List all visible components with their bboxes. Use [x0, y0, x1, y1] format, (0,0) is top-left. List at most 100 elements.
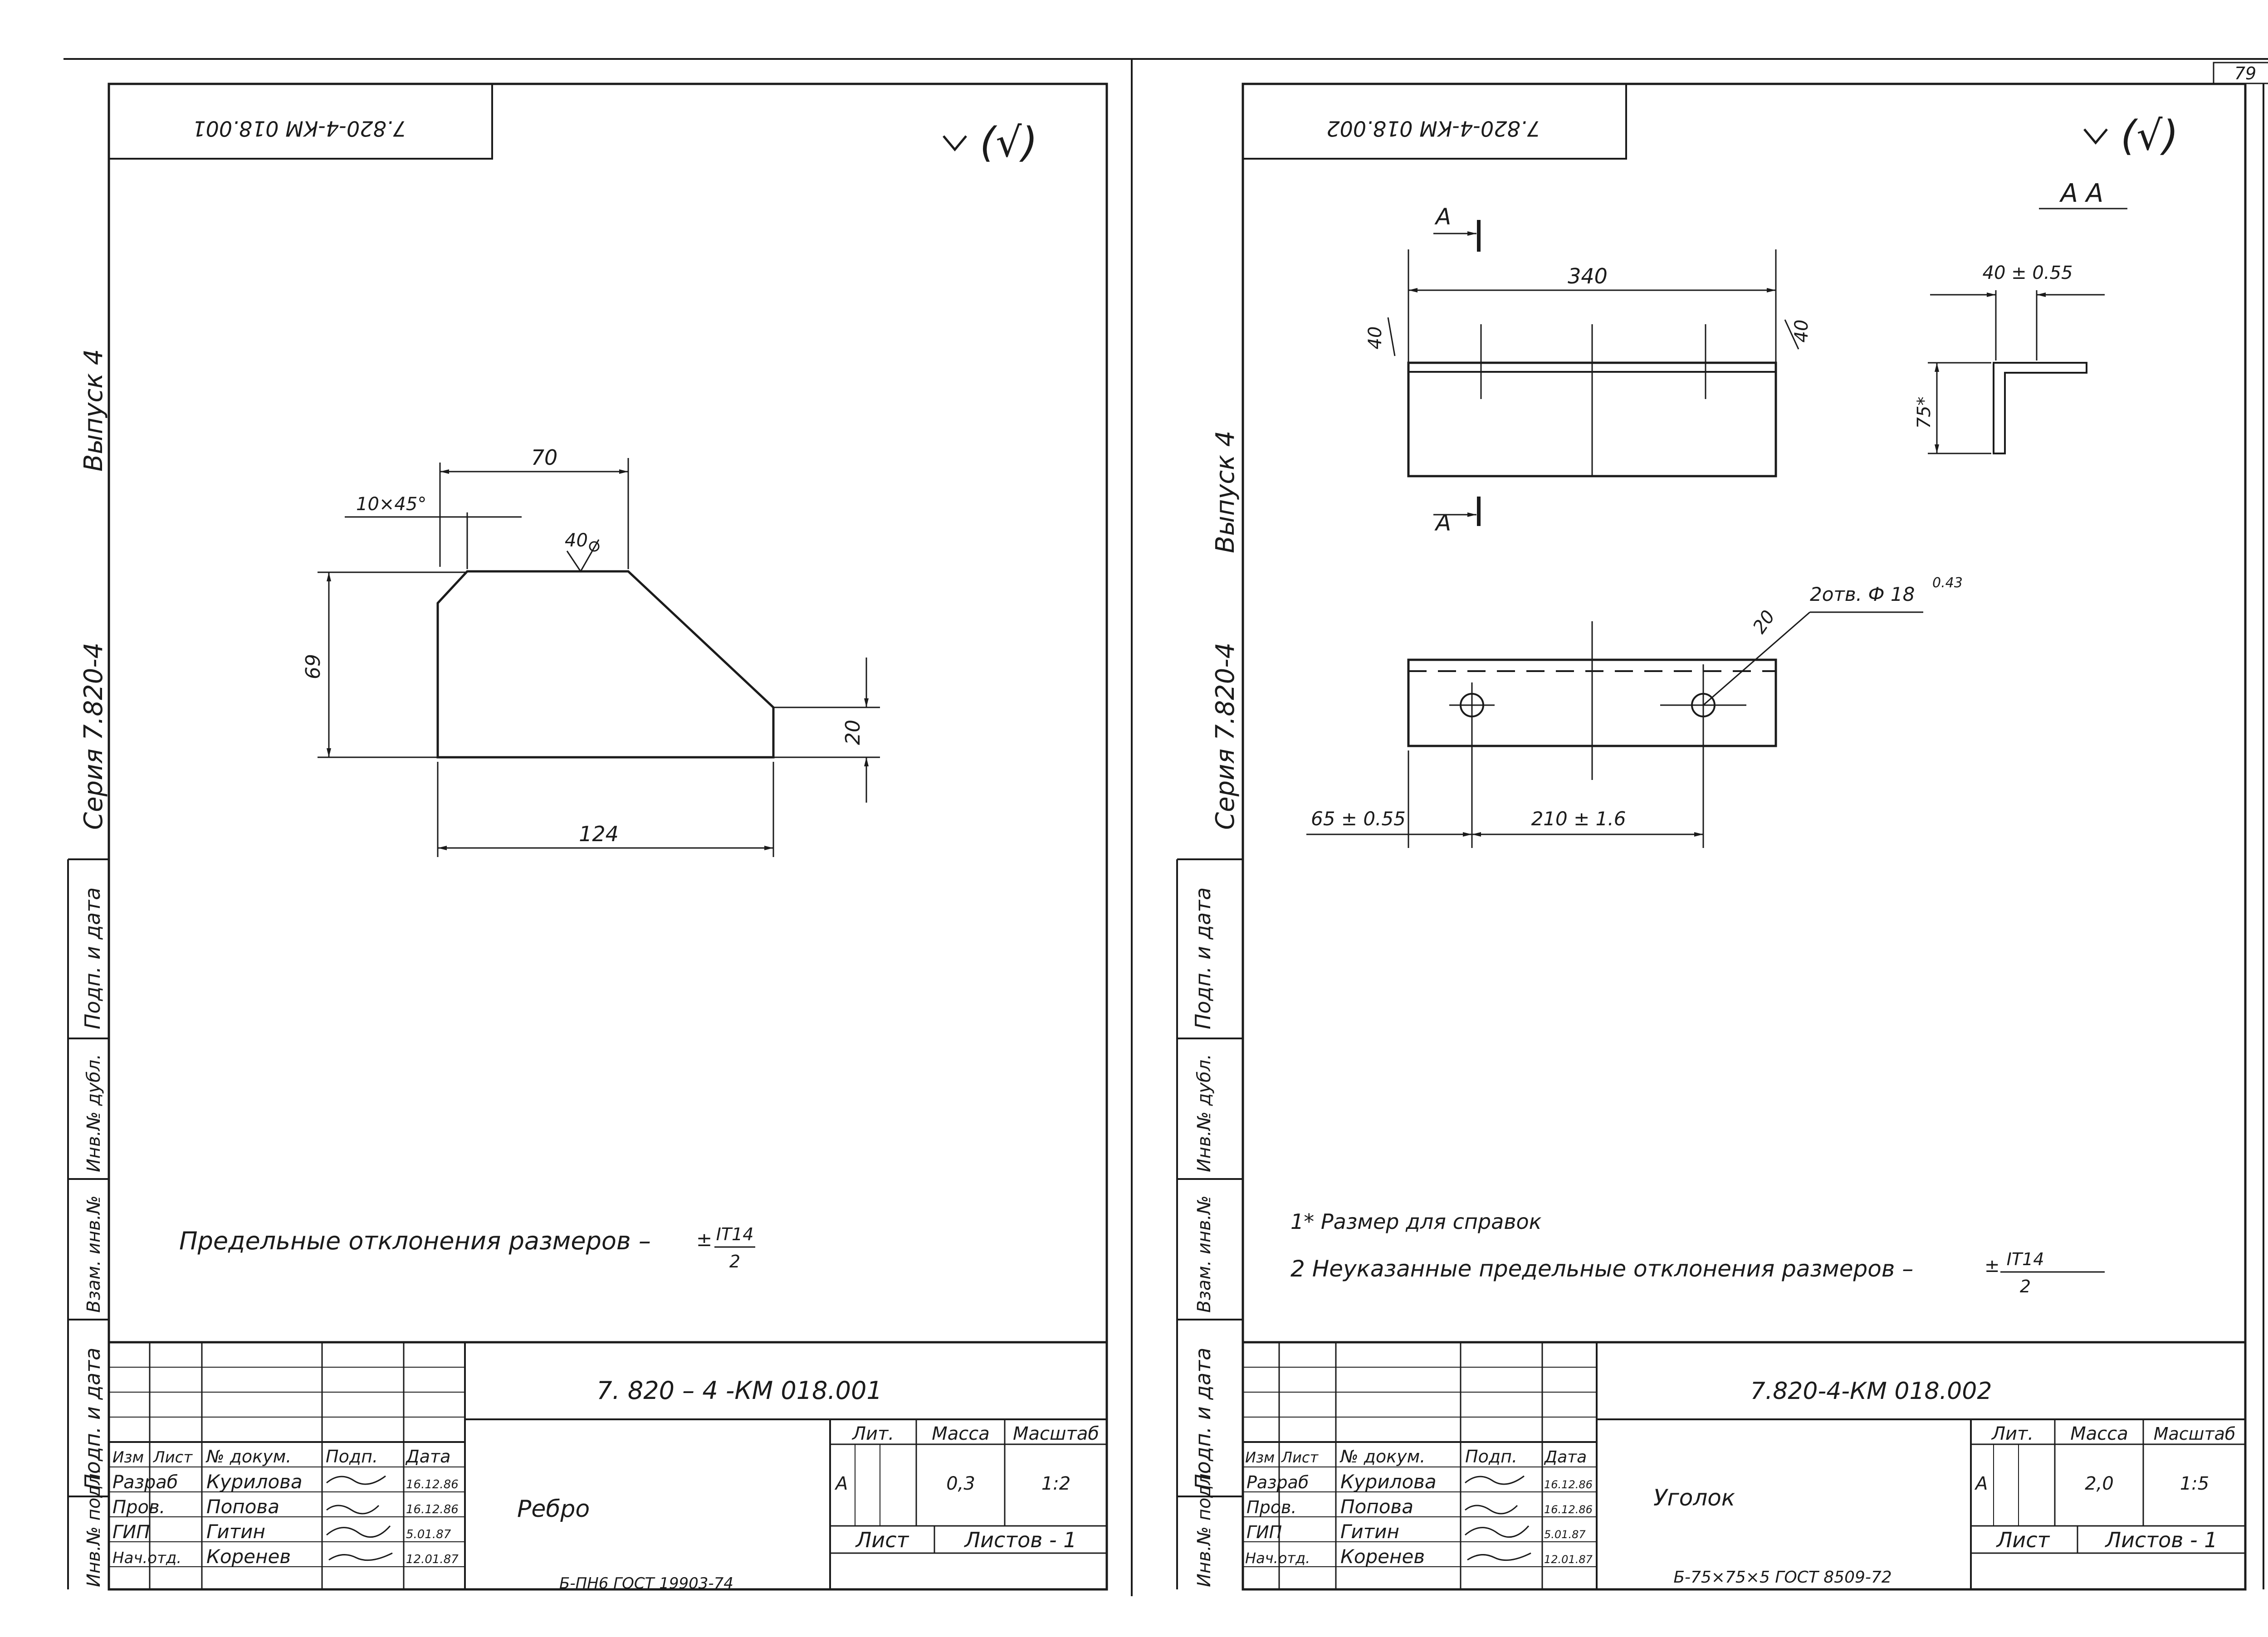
right-note-pm: ± — [1984, 1256, 2000, 1276]
holes-tolerance: 0.43 — [1932, 575, 1963, 591]
left-col-data: Дата — [405, 1447, 450, 1466]
part-outline-rebro — [436, 570, 775, 759]
right-role-3: Нач.отд. — [1245, 1549, 1310, 1567]
dim-label-124: 124 — [579, 822, 619, 846]
right-signature-0 — [1465, 1475, 1525, 1485]
right-signature-3 — [1467, 1552, 1531, 1561]
left-scale-value: 1:2 — [1041, 1473, 1070, 1494]
left-person-2: Гитин — [206, 1520, 265, 1543]
right-lit-label: Лит. — [1991, 1423, 2033, 1444]
left-lit-label: Лит. — [851, 1423, 894, 1444]
right-date-3: 12.01.87 — [1544, 1553, 1593, 1566]
right-scale-label: Масштаб — [2154, 1424, 2236, 1444]
left-mass-value: 0,3 — [946, 1473, 975, 1494]
left-signature-0 — [326, 1475, 386, 1485]
right-margin-vypusk: Выпуск 4 — [1211, 431, 1240, 553]
holes-label: 2отв. Ф 18 — [1810, 583, 1915, 605]
dim-label-70: 70 — [531, 445, 558, 470]
right-note-2: 2 Неуказанные предельные отклонения разм… — [1290, 1256, 1913, 1282]
right-sheets-label: Листов - 1 — [2105, 1528, 2218, 1552]
cut-mark-a-top: А — [1434, 204, 1451, 230]
right-signature-1 — [1465, 1505, 1518, 1515]
left-signature-3 — [328, 1552, 393, 1561]
left-date-1: 16.12.86 — [406, 1503, 459, 1516]
right-stamp-box — [1242, 83, 1627, 160]
right-margin-field-3: Взам. инв.№ — [1194, 1195, 1215, 1313]
right-margin-field-2: Инв.№ дубл. — [1194, 1054, 1215, 1172]
left-col-izm: Изм — [112, 1448, 144, 1466]
left-role-3: Нач.отд. — [112, 1549, 181, 1567]
right-col-dokum: № докум. — [1339, 1447, 1425, 1466]
left-col-podp: Подп. — [326, 1447, 378, 1466]
left-title-name: Ребро — [517, 1496, 590, 1523]
dim-label-40-right: 40 — [1791, 320, 1812, 343]
dim-label-40-left: 40 — [1365, 326, 1386, 350]
right-sheet-frame — [1242, 83, 2247, 1591]
left-scale-label: Масштаб — [1013, 1423, 1099, 1444]
left-sheet: Выпуск 4 Серия 7.820-4 Подп. и дата Инв.… — [67, 83, 1108, 1593]
right-roughness-sign: (√) — [2121, 112, 2179, 160]
dim-label-340: 340 — [1568, 264, 1608, 288]
right-mass-value: 2,0 — [2085, 1473, 2114, 1494]
left-material: Б-ПН6 ГОСТ 19903-74 — [559, 1574, 733, 1593]
left-sheets-label: Листов - 1 — [964, 1528, 1077, 1552]
left-margin-vypusk: Выпуск 4 — [79, 349, 108, 472]
left-title-code: 7. 820 – 4 -КМ 018.001 — [596, 1376, 882, 1405]
left-col-dokum: № докум. — [205, 1447, 291, 1466]
left-margin-field-5: Инв.№ подл. — [83, 1468, 104, 1587]
dim-label-40-055: 40 ± 0.55 — [1983, 263, 2073, 283]
right-note-num: IT14 — [2007, 1249, 2044, 1269]
right-col-podp: Подп. — [1465, 1447, 1517, 1466]
right-sheet-label: Лист — [1996, 1528, 2050, 1552]
left-title-block: 7. 820 – 4 -КМ 018.001 Ребро Изм Лист № … — [109, 1341, 1107, 1593]
right-role-1: Пров. — [1246, 1497, 1296, 1517]
right-margin-field-5: Инв.№ подл. — [1194, 1468, 1215, 1587]
left-margin-seriya: Серия 7.820-4 — [79, 643, 108, 830]
dim-label-65: 65 ± 0.55 — [1311, 808, 1406, 830]
right-mass-label: Масса — [2070, 1423, 2128, 1444]
right-person-1: Попова — [1340, 1496, 1413, 1518]
right-title-name: Уголок — [1653, 1485, 1735, 1511]
left-margin-field-4: Подп. и дата — [80, 1348, 105, 1490]
right-person-3: Коренев — [1340, 1545, 1425, 1568]
left-sheet-label: Лист — [855, 1528, 909, 1552]
right-margin-seriya: Серия 7.820-4 — [1211, 643, 1240, 830]
left-mass-label: Масса — [932, 1423, 990, 1444]
cut-mark-a-bottom: А — [1434, 510, 1451, 536]
right-date-0: 16.12.86 — [1544, 1478, 1593, 1491]
right-scale-value: 1:5 — [2180, 1473, 2209, 1494]
left-note-num: IT14 — [716, 1224, 754, 1244]
left-tolerance-note: Предельные отклонения размеров – — [179, 1227, 651, 1255]
dim-label-hole-offset: 20 — [1749, 607, 1779, 638]
right-sheet: Выпуск 4 Серия 7.820-4 Подп. и дата Инв.… — [1176, 83, 2264, 1591]
left-roughness-sign: (√) — [980, 119, 1038, 166]
left-date-3: 12.01.87 — [406, 1553, 459, 1566]
left-note-pm: ± — [696, 1228, 712, 1251]
dim-label-210: 210 ± 1.6 — [1531, 808, 1626, 830]
left-margin-field-2: Инв.№ дубл. — [83, 1054, 104, 1172]
dim-label-chamfer: 10×45° — [356, 494, 426, 515]
angle-section-profile — [1993, 362, 2087, 454]
left-note-den: 2 — [729, 1252, 740, 1272]
right-roughness-icon — [2083, 128, 2108, 145]
left-col-list: Лист — [152, 1448, 193, 1466]
right-col-list: Лист — [1281, 1449, 1319, 1466]
right-lit-value: А — [1974, 1473, 1988, 1494]
left-margin-field-3: Взам. инв.№ — [83, 1195, 104, 1313]
right-title-block: 7.820-4-КМ 018.002 Уголок Изм Лист № док… — [1243, 1341, 2245, 1589]
left-role-2: ГИП — [112, 1522, 150, 1543]
right-col-izm: Изм — [1245, 1449, 1275, 1466]
section-title: А А — [2059, 179, 2103, 208]
left-stamp-box — [108, 83, 493, 160]
left-signature-1 — [326, 1505, 380, 1515]
left-roughness-icon — [943, 135, 967, 151]
right-note-1: 1* Размер для справок — [1290, 1209, 1542, 1234]
right-margin-field-1: Подп. и дата — [1191, 887, 1215, 1029]
left-person-3: Коренев — [206, 1545, 291, 1568]
right-stamp-code: 7.820-4-КМ 018.002 — [1326, 117, 1540, 141]
right-margin-field-4: Подп. и дата — [1191, 1348, 1215, 1490]
left-role-1: Пров. — [112, 1497, 165, 1518]
left-lit-value: А — [834, 1473, 848, 1494]
right-role-0: Разраб — [1246, 1472, 1309, 1492]
